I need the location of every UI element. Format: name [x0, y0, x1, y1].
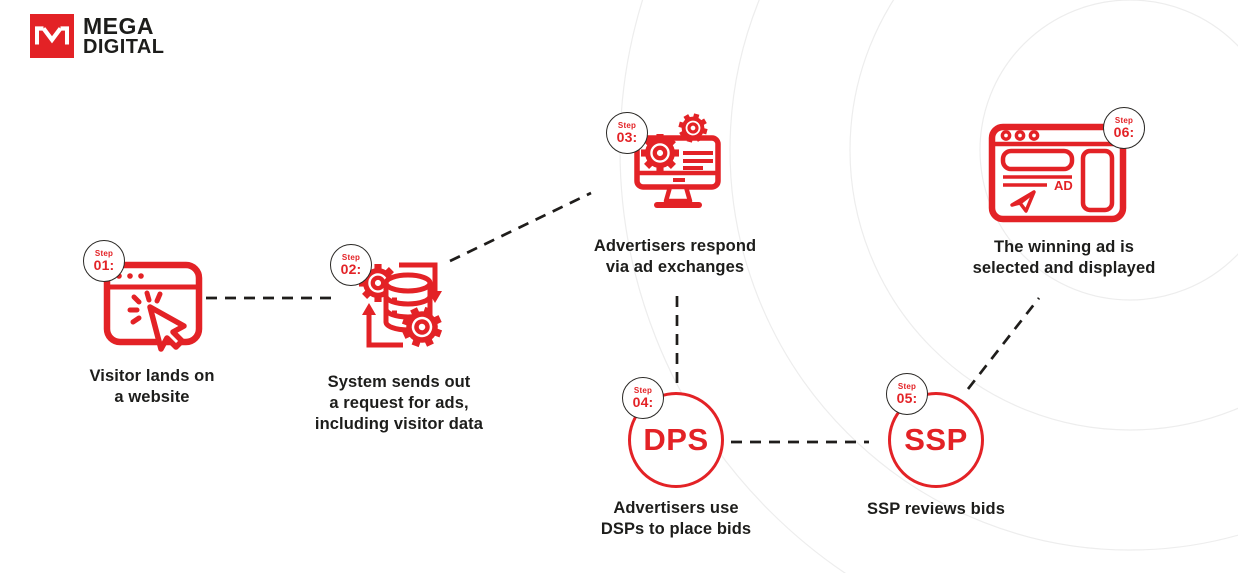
- browser-click-icon: [103, 261, 203, 355]
- step-badge-number: 05:: [896, 390, 918, 406]
- step-badge-06: Step 06:: [1103, 107, 1145, 149]
- caption-line: The winning ad is: [993, 238, 1135, 256]
- ssp-node-label: SSP: [904, 422, 968, 457]
- step-badge-label: Step: [1114, 116, 1134, 125]
- brand-logo: MEGA DIGITAL: [30, 14, 164, 58]
- step-badge-label: Step: [633, 386, 653, 395]
- caption-line: SSP reviews bids: [867, 500, 1005, 518]
- step3-caption: Advertisers respond via ad exchanges: [565, 236, 785, 278]
- step-badge-number: 06:: [1113, 124, 1135, 140]
- browser-ad-icon: AD: [988, 122, 1128, 224]
- database-gears-icon: [355, 253, 451, 353]
- brand-logo-mark-icon: [30, 14, 74, 58]
- step6-caption: The winning ad is selected and displayed: [944, 237, 1184, 279]
- step-badge-label: Step: [897, 382, 917, 391]
- step2-caption: System sends out a request for ads, incl…: [289, 372, 509, 435]
- step1-caption: Visitor lands on a website: [52, 366, 252, 408]
- monitor-gears-icon: [627, 109, 727, 213]
- step-badge-number: 04:: [632, 394, 654, 410]
- dsp-node-label: DPS: [643, 422, 709, 457]
- dsp-node: DPS: [628, 392, 724, 488]
- step-badge-number: 01:: [93, 257, 115, 273]
- step-badge-label: Step: [341, 253, 361, 262]
- step-badge-number: 02:: [340, 261, 362, 277]
- step-badge-number: 03:: [616, 129, 638, 145]
- step-badge-05: Step 05:: [886, 373, 928, 415]
- step-badge-03: Step 03:: [606, 112, 648, 154]
- caption-line: Advertisers use: [613, 499, 739, 517]
- step-badge-04: Step 04:: [622, 377, 664, 419]
- caption-line: Advertisers respond: [593, 237, 757, 255]
- step4-caption: Advertisers use DSPs to place bids: [566, 498, 786, 540]
- step5-caption: SSP reviews bids: [826, 499, 1046, 520]
- caption-line: DSPs to place bids: [600, 520, 752, 538]
- caption-line: via ad exchanges: [605, 258, 745, 276]
- caption-line: System sends out: [327, 373, 471, 391]
- step-badge-label: Step: [94, 249, 114, 258]
- step-badge-02: Step 02:: [330, 244, 372, 286]
- caption-line: selected and displayed: [972, 259, 1156, 277]
- ssp-node: SSP: [888, 392, 984, 488]
- caption-line: a website: [114, 388, 190, 406]
- step-badge-label: Step: [617, 121, 637, 130]
- caption-line: including visitor data: [314, 415, 484, 433]
- brand-name-bottom: DIGITAL: [83, 35, 165, 58]
- connector-step5-step6: [966, 297, 1041, 390]
- caption-line: Visitor lands on: [89, 367, 215, 385]
- step-badge-01: Step 01:: [83, 240, 125, 282]
- brand-name-top: MEGA: [83, 12, 154, 39]
- caption-line: a request for ads,: [329, 394, 469, 412]
- connector-step2-step3: [449, 191, 592, 263]
- ad-label: AD: [1054, 178, 1073, 193]
